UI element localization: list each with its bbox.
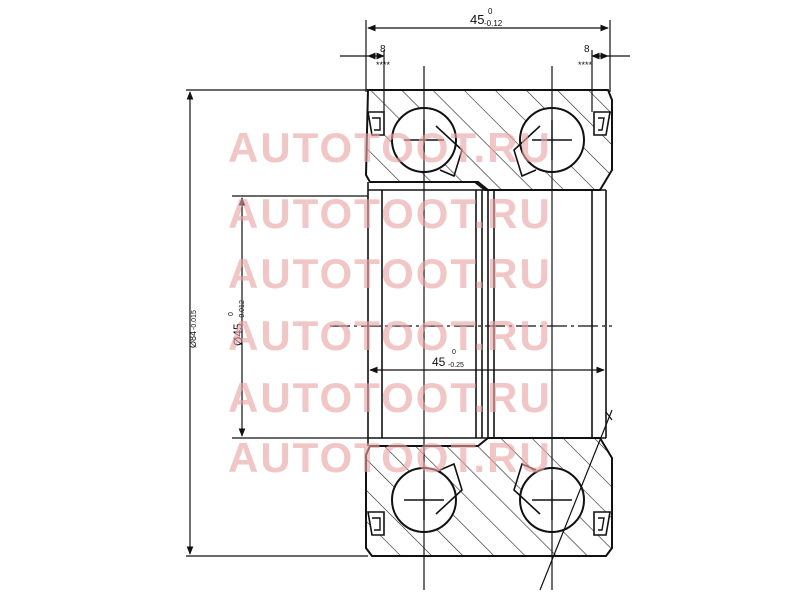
dim-bore-tol-lower: -0.012 bbox=[239, 300, 246, 320]
dim-outer-diameter-value: Ø84 bbox=[188, 331, 198, 348]
dim-width-top: 45 0 -0.12 bbox=[470, 7, 503, 28]
dim-inner-width-tol-lower: -0.25 bbox=[448, 362, 464, 369]
dim-outer-diameter: Ø84 -0.015 bbox=[188, 310, 198, 348]
dim-bore-tol-upper: 0 bbox=[228, 312, 235, 316]
dim-seal-right: 8 **** bbox=[578, 44, 593, 70]
dim-outer-diameter-tol: -0.015 bbox=[191, 310, 198, 330]
dim-bore-value: Ø45 bbox=[231, 323, 245, 346]
watermark-text: AUTOTOOT.RU bbox=[228, 312, 552, 359]
watermark-text: AUTOTOOT.RU bbox=[228, 124, 552, 171]
dim-seal-left: 8 **** bbox=[376, 44, 391, 70]
dim-seal-left-value: 8 bbox=[380, 44, 386, 55]
dim-width-top-tol-upper: 0 bbox=[488, 7, 493, 16]
dim-bore: Ø45 0 -0.012 bbox=[228, 300, 246, 346]
dim-seal-left-note: **** bbox=[376, 60, 391, 70]
dim-inner-width-value: 45 bbox=[432, 355, 446, 369]
dim-inner-width: 45 0 -0.25 bbox=[432, 349, 464, 369]
dim-seal-right-value: 8 bbox=[584, 44, 590, 55]
watermark-text: AUTOTOOT.RU bbox=[228, 374, 552, 421]
watermark-text: AUTOTOOT.RU bbox=[228, 434, 552, 481]
watermark-text: AUTOTOOT.RU bbox=[228, 190, 552, 237]
dimension-lines bbox=[186, 24, 630, 555]
watermark-text: AUTOTOOT.RU bbox=[228, 250, 552, 297]
dim-seal-right-note: **** bbox=[578, 60, 593, 70]
watermark: AUTOTOOT.RU AUTOTOOT.RU AUTOTOOT.RU AUTO… bbox=[228, 124, 552, 481]
center-lines bbox=[186, 20, 613, 591]
inner-ring-bore bbox=[367, 182, 607, 446]
dim-width-top-value: 45 bbox=[470, 12, 484, 27]
dim-width-top-tol-lower: -0.12 bbox=[484, 19, 503, 28]
dim-inner-width-tol-upper: 0 bbox=[452, 349, 456, 356]
